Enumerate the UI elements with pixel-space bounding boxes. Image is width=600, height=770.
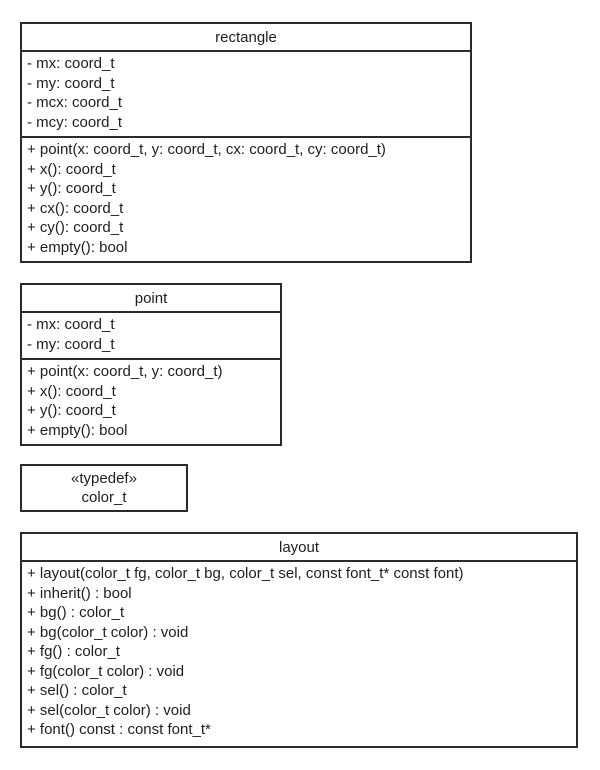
method-line: + x(): coord_t — [27, 382, 116, 400]
attribute-line: - mx: coord_t — [27, 55, 115, 72]
attributes-compartment: - mx: coord_t - my: coord_t — [22, 313, 280, 358]
method-line: + fg() : color_t — [27, 643, 120, 660]
method-line: + font() const : const font_t* — [27, 721, 211, 738]
method-line: + empty(): bool — [27, 238, 128, 256]
methods-compartment: + layout(color_t fg, color_t bg, color_t… — [22, 562, 576, 744]
method-line: + y(): coord_t — [27, 180, 116, 197]
method-line: + sel() : color_t — [27, 682, 127, 699]
attribute-line: - mcx: coord_t — [27, 94, 123, 111]
class-title: point — [22, 285, 280, 313]
methods-compartment: + point(x: coord_t, y: coord_t, cx: coor… — [22, 136, 470, 261]
class-box-rectangle: rectangle - mx: coord_t - my: coord_t - … — [20, 22, 472, 263]
method-line: + bg(color_t color) : void — [27, 623, 189, 641]
method-line: + cy(): coord_t — [27, 219, 124, 236]
method-line: + sel(color_t color) : void — [27, 701, 191, 719]
class-title: rectangle — [22, 24, 470, 52]
method-line: + y(): coord_t — [27, 402, 116, 419]
class-box-layout: layout + layout(color_t fg, color_t bg, … — [20, 532, 578, 748]
typedef-name: color_t — [81, 489, 127, 506]
method-line: + x(): coord_t — [27, 160, 116, 178]
method-line: + fg(color_t color) : void — [27, 662, 185, 680]
class-title: layout — [22, 534, 576, 562]
attribute-line: - my: coord_t — [27, 74, 115, 92]
attribute-line: - mcy: coord_t — [27, 113, 123, 131]
method-line: + point(x: coord_t, y: coord_t, cx: coor… — [27, 141, 386, 158]
attribute-line: - my: coord_t — [27, 335, 115, 353]
stereotype-label: «typedef» — [71, 469, 137, 487]
method-line: + empty(): bool — [27, 421, 128, 439]
method-line: + cx(): coord_t — [27, 199, 124, 217]
method-line: + bg() : color_t — [27, 604, 125, 621]
typedef-box-color-t: «typedef» color_t — [20, 464, 188, 512]
attribute-line: - mx: coord_t — [27, 316, 115, 333]
methods-compartment: + point(x: coord_t, y: coord_t) + x(): c… — [22, 358, 280, 444]
method-line: + inherit() : bool — [27, 584, 132, 602]
method-line: + layout(color_t fg, color_t bg, color_t… — [27, 565, 464, 582]
method-line: + point(x: coord_t, y: coord_t) — [27, 363, 223, 380]
attributes-compartment: - mx: coord_t - my: coord_t - mcx: coord… — [22, 52, 470, 136]
class-box-point: point - mx: coord_t - my: coord_t + poin… — [20, 283, 282, 446]
